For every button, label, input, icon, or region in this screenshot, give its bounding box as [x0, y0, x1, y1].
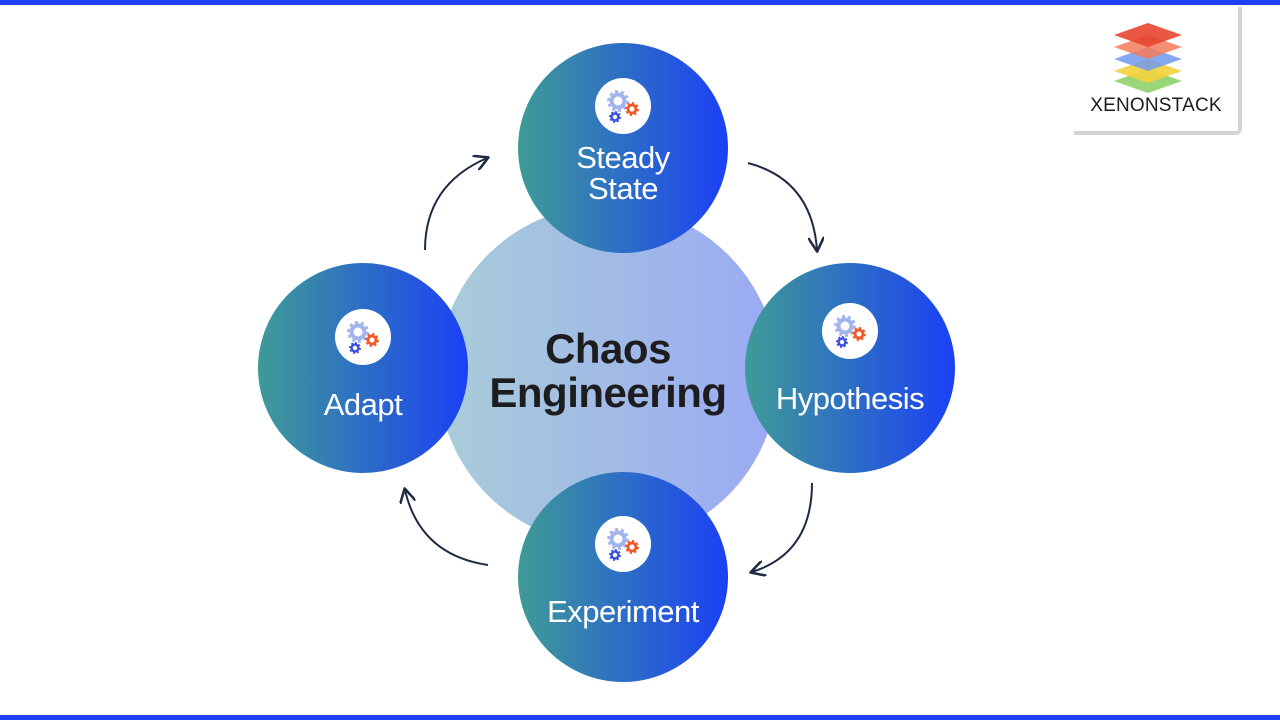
- top-border-bar: [0, 0, 1280, 5]
- node-hypothesis: Hypothesis: [745, 263, 955, 473]
- node-experiment: Experiment: [518, 472, 728, 682]
- bottom-border-bar: [0, 715, 1280, 720]
- stacked-layers-icon: [1114, 23, 1182, 93]
- node-adapt: Adapt: [258, 263, 468, 473]
- gears-icon: [595, 516, 651, 572]
- node-label-adapt: Adapt: [323, 387, 403, 422]
- node-steady-state: Steady State: [518, 43, 728, 253]
- xenonstack-logo: XENONSTACK: [1074, 7, 1242, 135]
- gears-icon: [822, 303, 878, 359]
- node-label-hypothesis: Hypothesis: [775, 381, 925, 416]
- gears-icon: [595, 78, 651, 134]
- arrow-hypothesis-to-experiment: [752, 482, 813, 572]
- gears-icon: [335, 309, 391, 365]
- arrow-steady-to-hypothesis: [747, 162, 817, 250]
- logo-text: XENONSTACK: [1090, 95, 1222, 116]
- node-label-steady-state: Steady State: [576, 140, 670, 206]
- arrow-adapt-to-steady: [424, 158, 487, 251]
- node-label-experiment: Experiment: [547, 594, 699, 629]
- center-title: Chaos Engineering: [489, 325, 727, 416]
- arrow-experiment-to-adapt: [405, 490, 489, 566]
